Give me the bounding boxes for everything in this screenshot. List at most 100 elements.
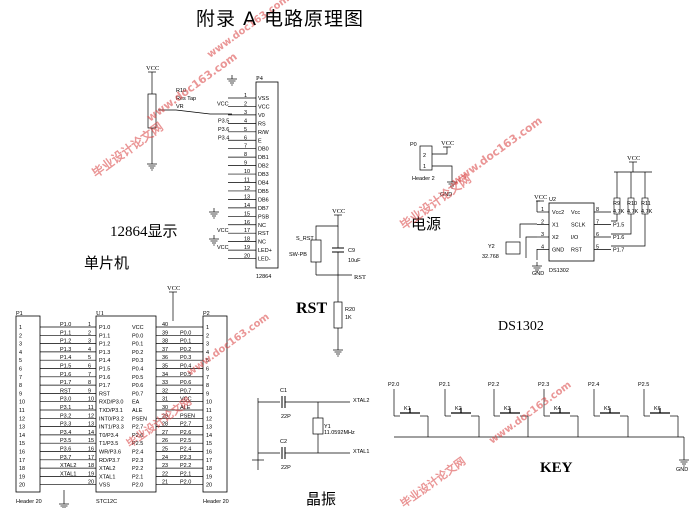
key-ref: K6 [654,406,661,412]
power-vcc: VCC [441,140,454,147]
p2-pin-num: 14 [206,433,212,439]
mcu-pin-num: 4 [88,347,91,353]
mcu-pin-name: P2.6 [132,433,143,439]
p2-pin-num: 3 [206,342,209,348]
mcu-pin-num: 5 [88,355,91,361]
rtc-pullup-ref: R11 [641,201,651,207]
rtc-pin-num: 4 [541,245,544,251]
rtc-pin-name: Vcc [571,210,580,216]
lcd-pin-num: 9 [244,161,247,167]
mcu-pin-name: P1.5 [99,367,110,373]
wire [611,214,632,235]
power-gnd-label: GND [440,192,452,198]
section-label-mcu: 单片机 [84,255,129,272]
rtc-pin-num: 6 [596,232,599,238]
watermark: www.doc163.com [449,114,544,188]
p1-pin-num: 9 [19,391,22,397]
rtc-ref: U2 [549,197,556,203]
p1-pin-num: 4 [19,350,22,356]
rtc-pin-num: 2 [541,220,544,226]
mcu-pin-num: 3 [88,339,91,345]
p2-pin-num: 17 [206,458,212,464]
rtc-pullup-ref: R9 [613,201,620,207]
lcd-pin-name: DB5 [258,189,269,195]
rtc-pin-num: 5 [596,245,599,251]
p1-pin-num: 11 [19,408,25,414]
mcu-pin-num: 19 [88,471,94,477]
key-ref: K5 [604,406,611,412]
wire [611,214,618,222]
lcd-pin-num: 18 [244,237,250,243]
power-pin: 1 [423,164,426,170]
p1-net: RST [60,388,72,394]
p2-footprint: Header 20 [203,499,229,505]
rtc-pullup-ref: R10 [627,201,637,207]
p2-net: ALE [180,405,191,411]
rtc-pullup-value: 4.7K [627,209,639,215]
mcu-pin-name: P1.6 [99,375,110,381]
rtc-pin-name: X2 [552,235,559,241]
mcu-pin-name: P2.1 [132,474,143,480]
mcu-pin-name: T1/P3.5 [99,441,118,447]
p2-pin-num: 13 [206,425,212,431]
lcd-pin-name: RS [258,121,266,127]
mcu-pin-num: 17 [88,455,94,461]
section-label-rst: RST [296,300,327,317]
rtc-gnd-label: GND [532,271,544,277]
lcd-pin-num: 2 [244,101,247,107]
p2-net: P2.7 [180,422,191,428]
mcu-pin-name: EA [132,400,140,406]
key-net: P2.2 [488,382,499,388]
mcu-pin-num: 9 [88,388,91,394]
mcu-pin-name: T0/P3.4 [99,433,118,439]
pot-value: Res Tap [176,96,196,102]
p1-net: P1.1 [60,330,71,336]
p1-pin-num: 7 [19,375,22,381]
lcd-pin-name: LED- [258,257,271,263]
mcu-pin-num: 10 [88,397,94,403]
lcd-pin-num: 11 [244,178,250,184]
wire [432,147,448,155]
p2-net: P0.1 [180,339,191,345]
lcd-pin-num: 5 [244,127,247,133]
lcd-pin-num: 8 [244,152,247,158]
mcu-pin-num: 29 [162,413,168,419]
p2-net: P2.4 [180,447,191,453]
rtc-pin-num: 8 [596,207,599,213]
mcu-pin-num: 37 [162,347,168,353]
mcu-pin-name: P1.0 [99,325,110,331]
p1-net: P1.7 [60,380,71,386]
p2-net: P2.2 [180,463,191,469]
rtc-pin-name: SCLK [571,223,586,229]
mcu-pin-name: ALE [132,408,143,414]
section-label-osc: 晶振 [306,491,336,508]
p1-pin-num: 6 [19,367,22,373]
mcu-pin-name: INT0/P3.2 [99,416,124,422]
mcu-pin-name: P0.5 [132,375,143,381]
rtc-pullup-value: 4.7K [641,209,653,215]
rtc-crystal [505,241,521,255]
rtc-pin-num: 1 [541,207,544,213]
pot-ref: R10 [176,88,186,94]
mcu-pin-num: 26 [162,438,168,444]
rtc-pullup-vcc: VCC [627,155,640,162]
p1-pin-num: 8 [19,383,22,389]
p2-pin-num: 1 [206,325,209,331]
rtc-pin-name: I/O [571,235,579,241]
mcu-pin-name: P1.4 [99,358,110,364]
key-net: P2.1 [439,382,450,388]
mcu-pin-num: 32 [162,388,168,394]
p1-net: P3.1 [60,405,71,411]
p1-pin-num: 5 [19,358,22,364]
reset-resistor [333,301,343,329]
mcu-pin-num: 6 [88,364,91,370]
wire [432,165,453,178]
mcu-pin-name: P1.2 [99,342,110,348]
key-net: P2.3 [538,382,549,388]
lcd-pin-net: VCC [217,245,229,251]
mcu-pin-name: XTAL2 [99,466,115,472]
p2-net: P0.6 [180,380,191,386]
mcu-pin-name: P2.3 [132,458,143,464]
mcu-pin-num: 24 [162,455,168,461]
reset-sw-ref: S_RST [296,236,314,242]
